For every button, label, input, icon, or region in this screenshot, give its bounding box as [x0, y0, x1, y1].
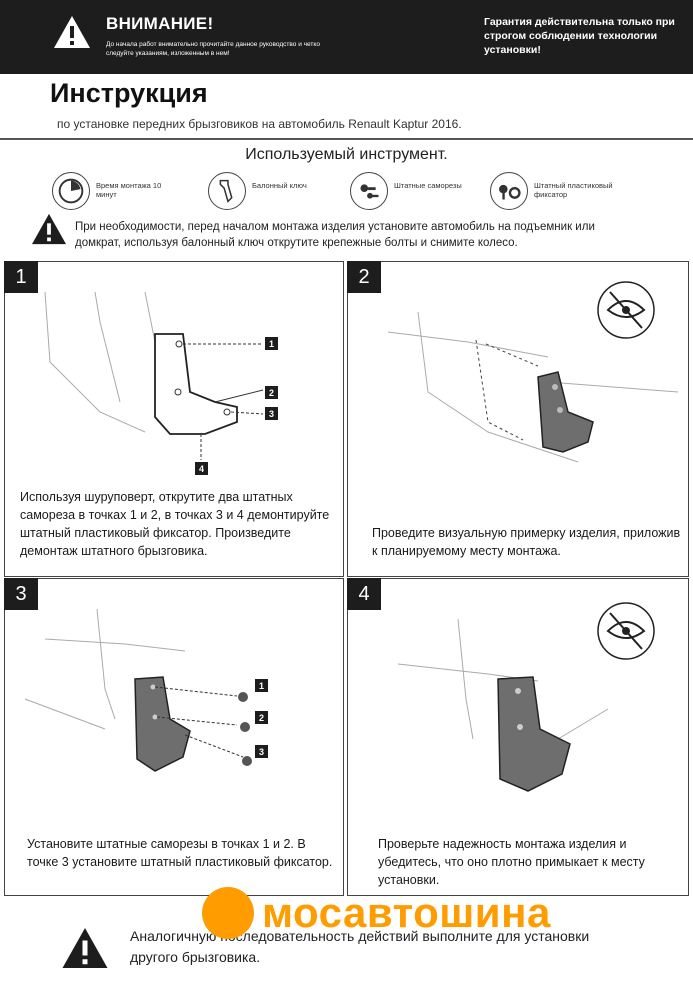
divider: [0, 138, 693, 140]
wrench-icon: [208, 172, 246, 210]
callout-label: 1: [269, 339, 274, 349]
callout-label: 2: [259, 713, 264, 723]
warning-icon: [62, 928, 108, 968]
callout-label: 3: [259, 747, 264, 757]
step-text: Проверьте надежность монтажа изделия и у…: [378, 837, 645, 887]
warning-header: ВНИМАНИЕ! До начала работ внимательно пр…: [0, 0, 693, 74]
step-text: Проведите визуальную примерку изделия, п…: [372, 526, 681, 558]
step-number: 3: [4, 578, 38, 610]
step-number: 4: [347, 578, 381, 610]
step-number: 1: [4, 261, 38, 293]
step-text: Установите штатные саморезы в точках 1 и…: [27, 837, 333, 869]
step-panel-4: 4 Проверьте надежность монтажа изделия и…: [347, 578, 689, 896]
step-text: Используя шуруповерт, открутите два штат…: [20, 490, 330, 558]
clock-icon: [52, 172, 90, 210]
tool-label: Балонный ключ: [252, 181, 307, 190]
clip-icon: [490, 172, 528, 210]
callout-label: 1: [259, 681, 264, 691]
guarantee-text: Гарантия действительна только при строго…: [484, 16, 675, 56]
step-3-illustration: 1 2 3: [24, 608, 268, 772]
tool-label: Штатный пластиковый фиксатор: [534, 181, 613, 199]
step-1-illustration: 1 2 3 4: [44, 291, 278, 475]
tools-title: Используемый инструмент.: [245, 146, 448, 163]
step-panel-2: 2 Проведите визуальную примерку изделия,…: [347, 261, 689, 577]
screws-icon: [350, 172, 388, 210]
preparation-note: При необходимости, перед началом монтажа…: [75, 221, 595, 249]
page-title: Инструкция: [50, 78, 208, 108]
tool-label: Время монтажа 10 минут: [96, 181, 162, 199]
callout-label: 3: [269, 409, 274, 419]
step-panel-1: 1 1 2 3 4 Используя шуруповерт, открутит…: [4, 261, 344, 577]
warning-title: ВНИМАНИЕ!: [106, 14, 214, 33]
tool-label: Штатные саморезы: [394, 181, 462, 190]
page-subtitle: по установке передних брызговиков на авт…: [57, 117, 462, 131]
step-2-illustration: [387, 281, 679, 463]
step-number: 2: [347, 261, 381, 293]
step-4-illustration: [397, 602, 655, 792]
brand-logo: мосавтошина: [196, 883, 656, 943]
sun-logo-icon: [202, 887, 254, 939]
callout-label: 2: [269, 388, 274, 398]
warning-subtitle: До начала работ внимательно прочитайте д…: [106, 41, 320, 57]
brand-name: мосавтошина: [262, 889, 551, 936]
warning-icon: [54, 16, 90, 48]
step-panel-3: 3 1 2 3 Установите штатные саморезы в то…: [4, 578, 344, 896]
callout-label: 4: [199, 464, 204, 474]
warning-icon: [32, 213, 66, 245]
